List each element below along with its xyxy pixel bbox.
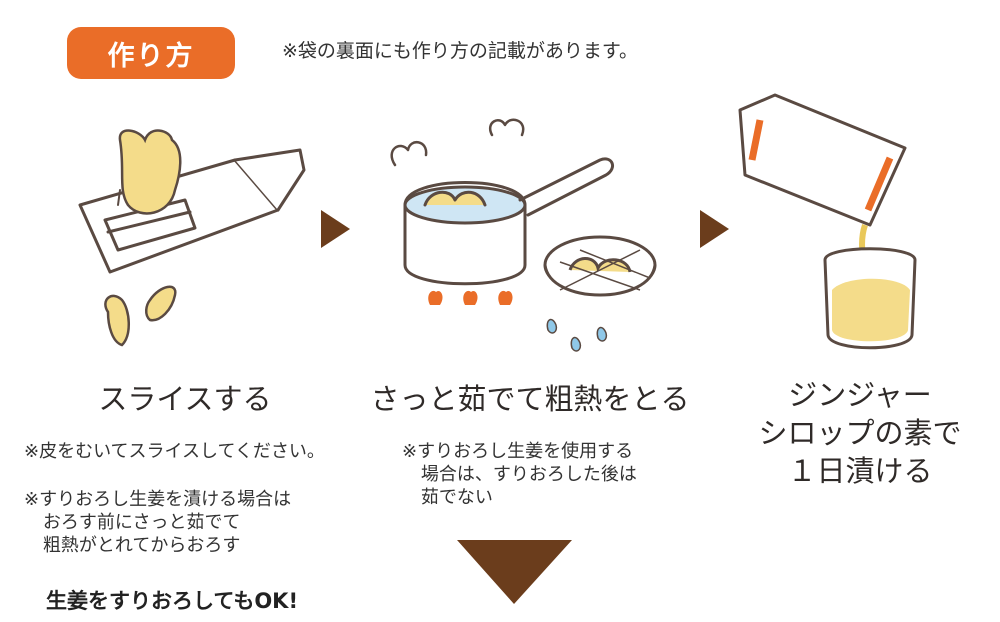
step1-note: ※皮をむいてスライスしてください。 xyxy=(24,441,325,462)
pot-illustration xyxy=(390,118,615,286)
step3-title: ジンジャー シロップの素で １日漬ける xyxy=(725,376,995,490)
note-line: 粗熱がとれてからおろす xyxy=(42,535,241,556)
arrow-right-icon xyxy=(700,210,729,248)
flame-icons xyxy=(428,290,513,305)
note-line: ※すりおろし生姜を使用する xyxy=(402,441,634,462)
step3-title-line: ジンジャー xyxy=(788,378,932,412)
package-note: ※袋の裏面にも作り方の記載があります。 xyxy=(282,40,639,62)
jar-illustration xyxy=(823,224,917,350)
arrow-right-icon xyxy=(321,210,350,248)
step3-title-line: １日漬ける xyxy=(787,454,933,488)
step2-note: ※すりおろし生姜を使用する 場合は、すりおろした後は 茹でない xyxy=(402,440,702,509)
arrow-down-icon xyxy=(457,540,572,604)
grated-ok-callout: 生姜をすりおろしてもOK! xyxy=(46,589,299,613)
method-badge: 作り方 xyxy=(67,27,235,79)
step1-title: スライスする xyxy=(98,382,272,416)
note-line: 場合は、すりおろした後は xyxy=(420,464,637,485)
ginger-illustration xyxy=(104,129,182,347)
grated-ginger-note: ※すりおろし生姜を漬ける場合は おろす前にさっと茹でて 粗熱がとれてからおろす xyxy=(24,488,364,557)
pouch-illustration xyxy=(738,93,907,227)
step2-title: さっと茹でて粗熱をとる xyxy=(370,382,690,416)
water-drop-icons xyxy=(546,318,608,352)
note-line: 茹でない xyxy=(420,487,493,508)
note-line: ※すりおろし生姜を漬ける場合は xyxy=(24,489,292,510)
step3-title-line: シロップの素で xyxy=(758,416,962,450)
note-line: おろす前にさっと茹でて xyxy=(42,512,241,533)
slicer-illustration xyxy=(78,148,306,274)
strainer-illustration xyxy=(543,235,657,297)
